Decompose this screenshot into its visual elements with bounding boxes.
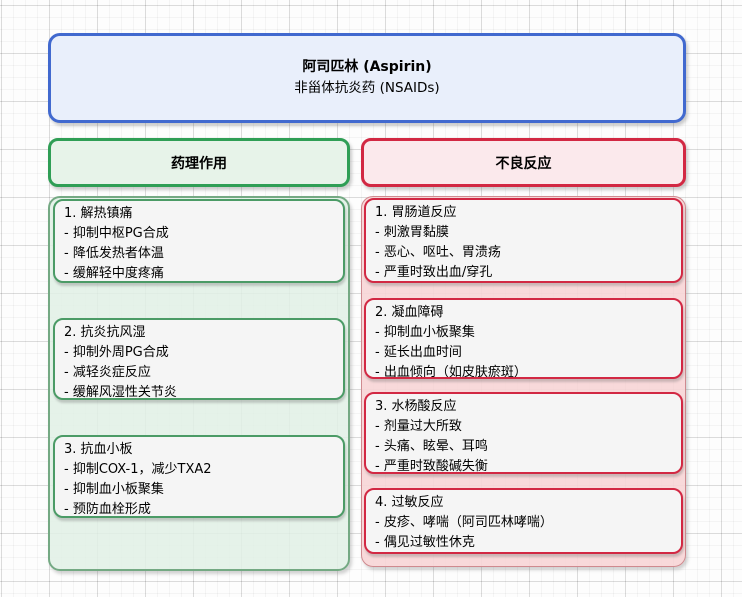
pharmacology-group: 1. 解热镇痛 - 抑制中枢PG合成 - 降低发热者体温 - 缓解轻中度疼痛 2. 抗… [48,196,350,571]
text-line: - 缓解风湿性关节炎 [64,385,177,400]
text-line: - 头痛、眩晕、耳鸣 [375,439,488,454]
adverse-box-gastrointestinal: 1. 胃肠道反应 - 刺激胃黏膜 - 恶心、呕吐、胃溃疡 - 严重时致出血/穿孔 [364,198,683,283]
adverse-box-salicylate-reaction: 3. 水杨酸反应 - 剂量过大所致 - 头痛、眩晕、耳鸣 - 严重时致酸碱失衡 [364,392,683,474]
text-line: - 恶心、呕吐、胃溃疡 [375,245,501,260]
adverse-box-coagulation: 2. 凝血障碍 - 抑制血小板聚集 - 延长出血时间 - 出血倾向（如皮肤瘀斑） [364,298,683,379]
text-line: - 严重时致出血/穿孔 [375,265,493,280]
text-line: - 抑制COX-1，减少TXA2 [64,462,212,477]
text-line: - 缓解轻中度疼痛 [64,266,164,281]
text-line: - 出血倾向（如皮肤瘀斑） [375,365,527,379]
pharmacology-box-antiplatelet: 3. 抗血小板 - 抑制COX-1，减少TXA2 - 抑制血小板聚集 - 预防血栓形成 [53,435,345,518]
adverse-reactions-header: 不良反应 [361,138,686,187]
text-line: - 降低发热者体温 [64,246,164,261]
text-line: - 偶见过敏性休克 [375,535,475,550]
adverse-box-allergic-reaction: 4. 过敏反应 - 皮疹、哮喘（阿司匹林哮喘） - 偶见过敏性休克 [364,488,683,554]
pharmacology-header: 药理作用 [48,138,350,187]
text-line: 4. 过敏反应 [375,495,444,510]
text-line: - 刺激胃黏膜 [375,225,449,240]
text-line: - 严重时致酸碱失衡 [375,459,488,474]
text-line: 1. 解热镇痛 [64,206,133,221]
adverse-reactions-group: 1. 胃肠道反应 - 刺激胃黏膜 - 恶心、呕吐、胃溃疡 - 严重时致出血/穿孔 2.… [361,196,686,567]
text-line: - 延长出血时间 [375,345,462,360]
text-line: - 抑制中枢PG合成 [64,226,169,241]
drug-subtitle: 非甾体抗炎药 (NSAIDs) [294,80,440,96]
text-line: - 皮疹、哮喘（阿司匹林哮喘） [375,515,553,530]
text-line: 2. 凝血障碍 [375,305,444,320]
text-line: - 抑制外周PG合成 [64,345,169,360]
text-line: 1. 胃肠道反应 [375,205,457,220]
text-line: - 抑制血小板聚集 [375,325,475,340]
text-line: 2. 抗炎抗风湿 [64,325,146,340]
text-line: 3. 抗血小板 [64,442,133,457]
pharmacology-box-antipyretic-analgesic: 1. 解热镇痛 - 抑制中枢PG合成 - 降低发热者体温 - 缓解轻中度疼痛 [53,199,345,283]
title-node: 阿司匹林 (Aspirin) 非甾体抗炎药 (NSAIDs) [48,33,686,123]
text-line: - 减轻炎症反应 [64,365,151,380]
text-line: - 抑制血小板聚集 [64,482,164,497]
drug-title: 阿司匹林 (Aspirin) [302,59,432,75]
text-line: - 预防血栓形成 [64,502,151,517]
text-line: - 剂量过大所致 [375,419,462,434]
text-line: 3. 水杨酸反应 [375,399,457,414]
pharmacology-box-antiinflammatory: 2. 抗炎抗风湿 - 抑制外周PG合成 - 减轻炎症反应 - 缓解风湿性关节炎 [53,318,345,400]
